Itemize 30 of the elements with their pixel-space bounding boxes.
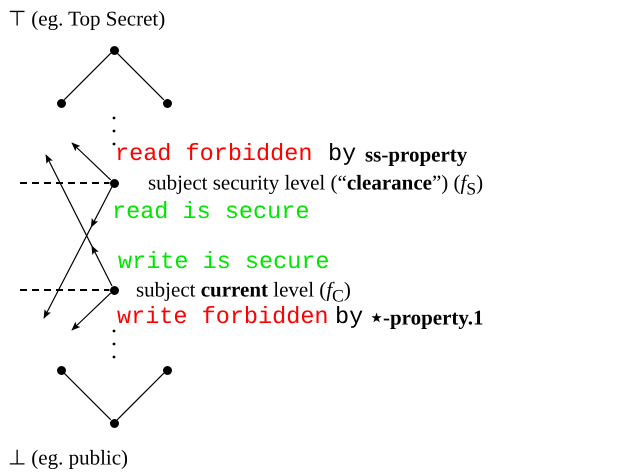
rule-label: write is secure	[118, 250, 330, 276]
level-label: subject current level (f$_{C}$)	[136, 278, 351, 306]
lattice-point	[162, 98, 172, 108]
lattice-line	[64, 52, 112, 100]
lattice-point	[110, 286, 118, 294]
rule-label: by	[328, 142, 356, 168]
property-label: ⋆-property.1	[370, 306, 484, 330]
arrow	[71, 142, 112, 180]
lattice-line	[64, 372, 112, 420]
lattice-point	[110, 418, 118, 428]
level-label: subject security level (“clearance”) (f$_{S}$)	[148, 171, 484, 199]
rule-label: write forbidden	[117, 305, 329, 331]
rule-label: read is secure	[112, 200, 310, 226]
lattice-point	[110, 178, 118, 188]
top-level-label: ⊤ (eg. Top Secret)	[8, 7, 166, 31]
rule-label: read forbidden	[115, 142, 312, 168]
arrow	[45, 154, 113, 286]
dashed-line	[20, 289, 110, 291]
lattice-line	[116, 372, 164, 420]
arrow	[71, 292, 112, 331]
arrow	[43, 186, 112, 319]
lattice-point	[56, 98, 66, 108]
lattice-point	[162, 366, 172, 374]
lattice-point	[56, 366, 66, 374]
dashed-line	[20, 182, 110, 184]
bottom-level-label: ⊥ (eg. public)	[8, 446, 128, 470]
lattice-point	[110, 46, 118, 54]
rule-label: by	[335, 305, 364, 331]
property-label: ss-property	[365, 143, 468, 167]
lattice-line	[116, 52, 164, 100]
